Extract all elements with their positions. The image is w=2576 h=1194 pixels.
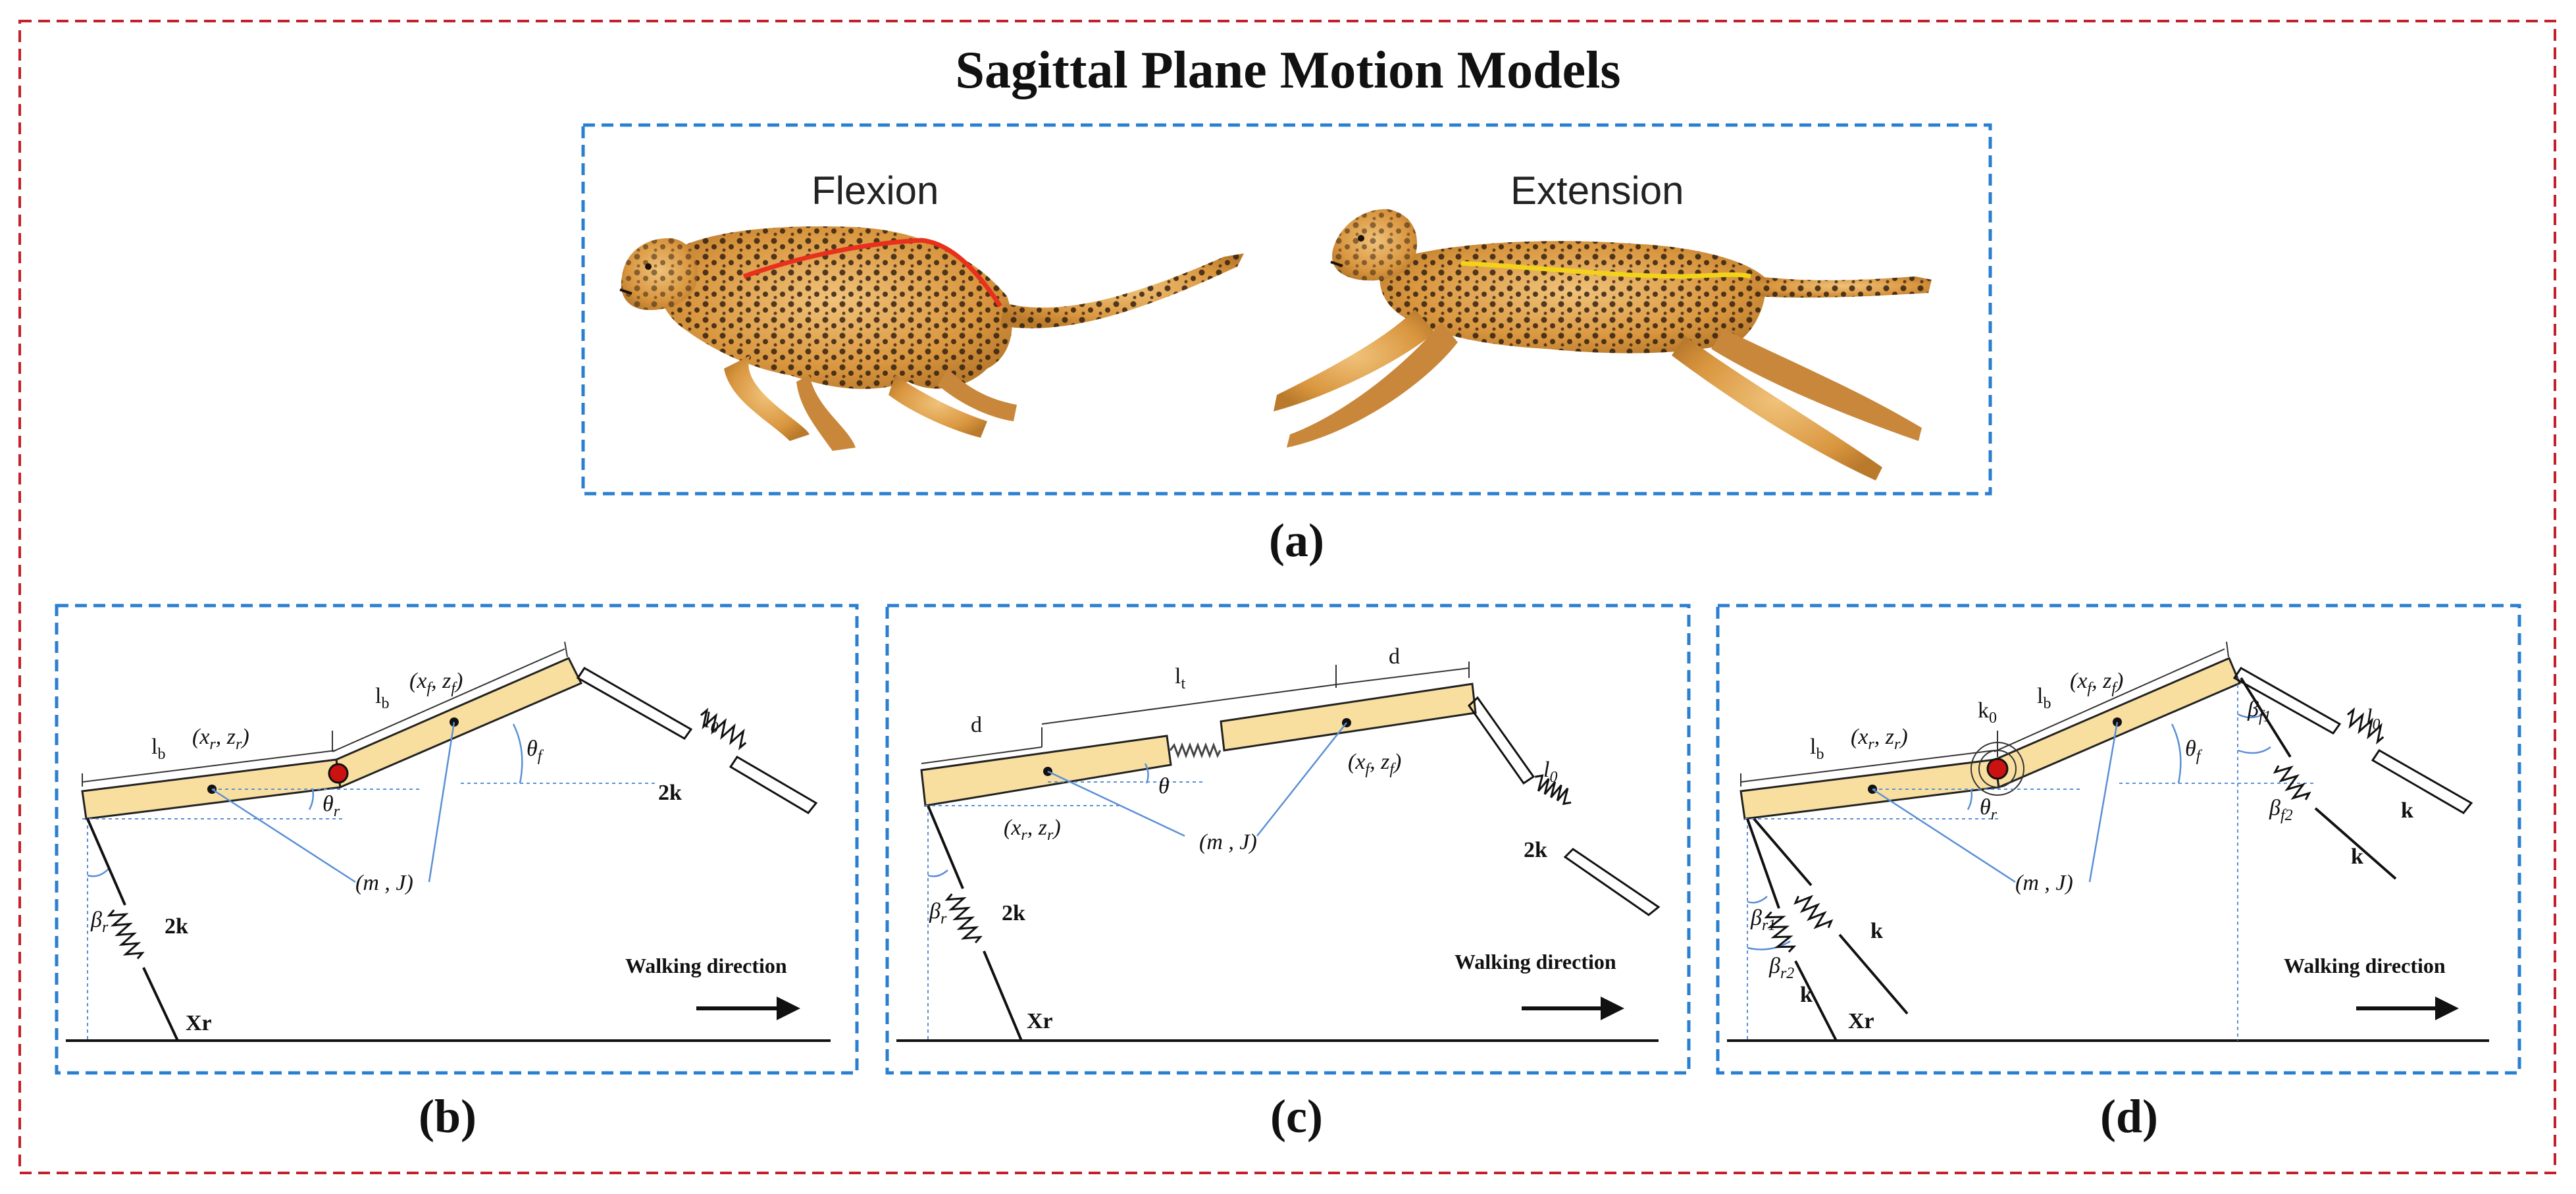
svg-text:(xr, zr): (xr, zr) xyxy=(192,725,249,753)
b-lb-left: l xyxy=(151,735,157,759)
d-beta-f2: β xyxy=(2269,796,2280,820)
c-d-right: d xyxy=(1389,644,1400,669)
d-xr: Xr xyxy=(1848,1009,1874,1033)
caption-c: (c) xyxy=(1270,1090,1323,1143)
cheetah-flexion-illustration xyxy=(619,226,1244,451)
b-rear-k: 2k xyxy=(165,914,188,939)
d-lb-right: l xyxy=(2037,684,2043,708)
d-l0: l xyxy=(2366,705,2372,729)
d-k-f2: k xyxy=(2351,844,2363,869)
svg-text:(xr, zr): (xr, zr) xyxy=(1851,725,1908,753)
c-rear-k: 2k xyxy=(1002,901,1025,925)
panel-a-frame xyxy=(581,123,1992,496)
d-theta-r: θ xyxy=(1980,795,1991,819)
extension-label: Extension xyxy=(1510,169,1684,213)
svg-text:βr2: βr2 xyxy=(1768,954,1794,982)
c-l0: l xyxy=(1543,758,1549,782)
svg-text:(xf, zf): (xf, zf) xyxy=(1348,750,1401,778)
b-mass-inertia: (m , J) xyxy=(355,871,413,895)
svg-text:k0: k0 xyxy=(1978,698,1997,727)
c-mass-inertia: (m , J) xyxy=(1199,830,1257,854)
caption-b: (b) xyxy=(419,1090,477,1143)
d-k0: k xyxy=(1978,698,1989,723)
svg-text:θr: θr xyxy=(322,792,340,820)
outer-frame xyxy=(18,20,2556,1174)
svg-text:lb: lb xyxy=(2037,684,2051,712)
b-walking-direction: Walking direction xyxy=(625,954,787,977)
c-xr: Xr xyxy=(1027,1009,1053,1033)
c-front-coord: (x xyxy=(1348,750,1365,774)
svg-text:(xf, zf): (xf, zf) xyxy=(409,669,463,697)
b-theta-f: θ xyxy=(527,737,538,761)
panel-b-frame xyxy=(55,604,859,1075)
panel-b-diagram xyxy=(66,641,831,1042)
svg-text:lb: lb xyxy=(375,684,389,712)
svg-text:lb: lb xyxy=(1810,735,1824,763)
d-beta-r2: β xyxy=(1768,954,1780,978)
caption-a: (a) xyxy=(1269,514,1324,567)
figure-title: Sagittal Plane Motion Models xyxy=(955,41,1621,99)
svg-text:(xr, zr): (xr, zr) xyxy=(1004,816,1061,844)
svg-text:l0: l0 xyxy=(1543,758,1557,786)
b-theta-r: θ xyxy=(322,792,334,816)
d-k-f1: k xyxy=(2401,798,2413,823)
b-lb-right: l xyxy=(375,684,381,708)
d-rear-coord: (x xyxy=(1851,725,1868,749)
c-theta: θ xyxy=(1158,774,1170,798)
svg-text:βr1: βr1 xyxy=(1750,906,1776,934)
svg-text:l0: l0 xyxy=(704,708,718,737)
cheetah-extension-illustration xyxy=(1274,209,1932,480)
c-front-k: 2k xyxy=(1524,838,1547,862)
svg-text:lt: lt xyxy=(1175,664,1185,692)
spine-line-flexion xyxy=(742,238,1002,307)
svg-text:βf2: βf2 xyxy=(2269,796,2293,824)
d-walking-direction: Walking direction xyxy=(2284,954,2446,977)
b-rear-coord: (x xyxy=(192,725,209,749)
caption-d: (d) xyxy=(2100,1090,2158,1143)
b-beta-r: β xyxy=(90,908,102,932)
d-theta-f: θ xyxy=(2185,737,2196,761)
svg-text:βr: βr xyxy=(929,899,947,927)
d-mass-inertia: (m , J) xyxy=(2015,871,2073,895)
c-d-left: d xyxy=(971,713,982,737)
c-rear-coord: (x xyxy=(1004,816,1021,840)
b-front-k: 2k xyxy=(658,781,682,805)
panel-c-diagram xyxy=(896,662,1661,1042)
spine-joint-torsional xyxy=(1986,758,2009,780)
b-front-coord: (x xyxy=(409,669,426,693)
flexion-label: Flexion xyxy=(811,169,939,213)
d-lb-left: l xyxy=(1810,735,1816,759)
panel-c-frame xyxy=(885,604,1691,1075)
c-lt: l xyxy=(1175,664,1181,688)
svg-text:θf: θf xyxy=(2185,737,2203,765)
svg-text:θr: θr xyxy=(1980,795,1997,823)
c-walking-direction: Walking direction xyxy=(1455,950,1616,973)
d-beta-f1: β xyxy=(2247,697,2259,721)
svg-text:lb: lb xyxy=(151,735,165,763)
panel-d-diagram xyxy=(1727,641,2489,1042)
svg-text:l0: l0 xyxy=(2366,705,2380,733)
b-l0: l xyxy=(704,708,710,733)
spine-line-extension xyxy=(1460,261,1751,279)
b-xr: Xr xyxy=(186,1011,212,1035)
svg-text:θf: θf xyxy=(527,737,544,765)
svg-text:βf1: βf1 xyxy=(2247,697,2271,725)
d-k-r2: k xyxy=(1800,983,1813,1007)
panel-d-frame xyxy=(1716,604,2521,1075)
d-front-coord: (x xyxy=(2070,669,2087,693)
svg-text:(xf, zf): (xf, zf) xyxy=(2070,669,2123,697)
spine-joint xyxy=(328,763,349,784)
c-beta-r: β xyxy=(929,899,940,923)
d-k-r1: k xyxy=(1870,919,1883,943)
d-beta-r1: β xyxy=(1750,906,1762,930)
svg-text:βr: βr xyxy=(90,908,109,936)
